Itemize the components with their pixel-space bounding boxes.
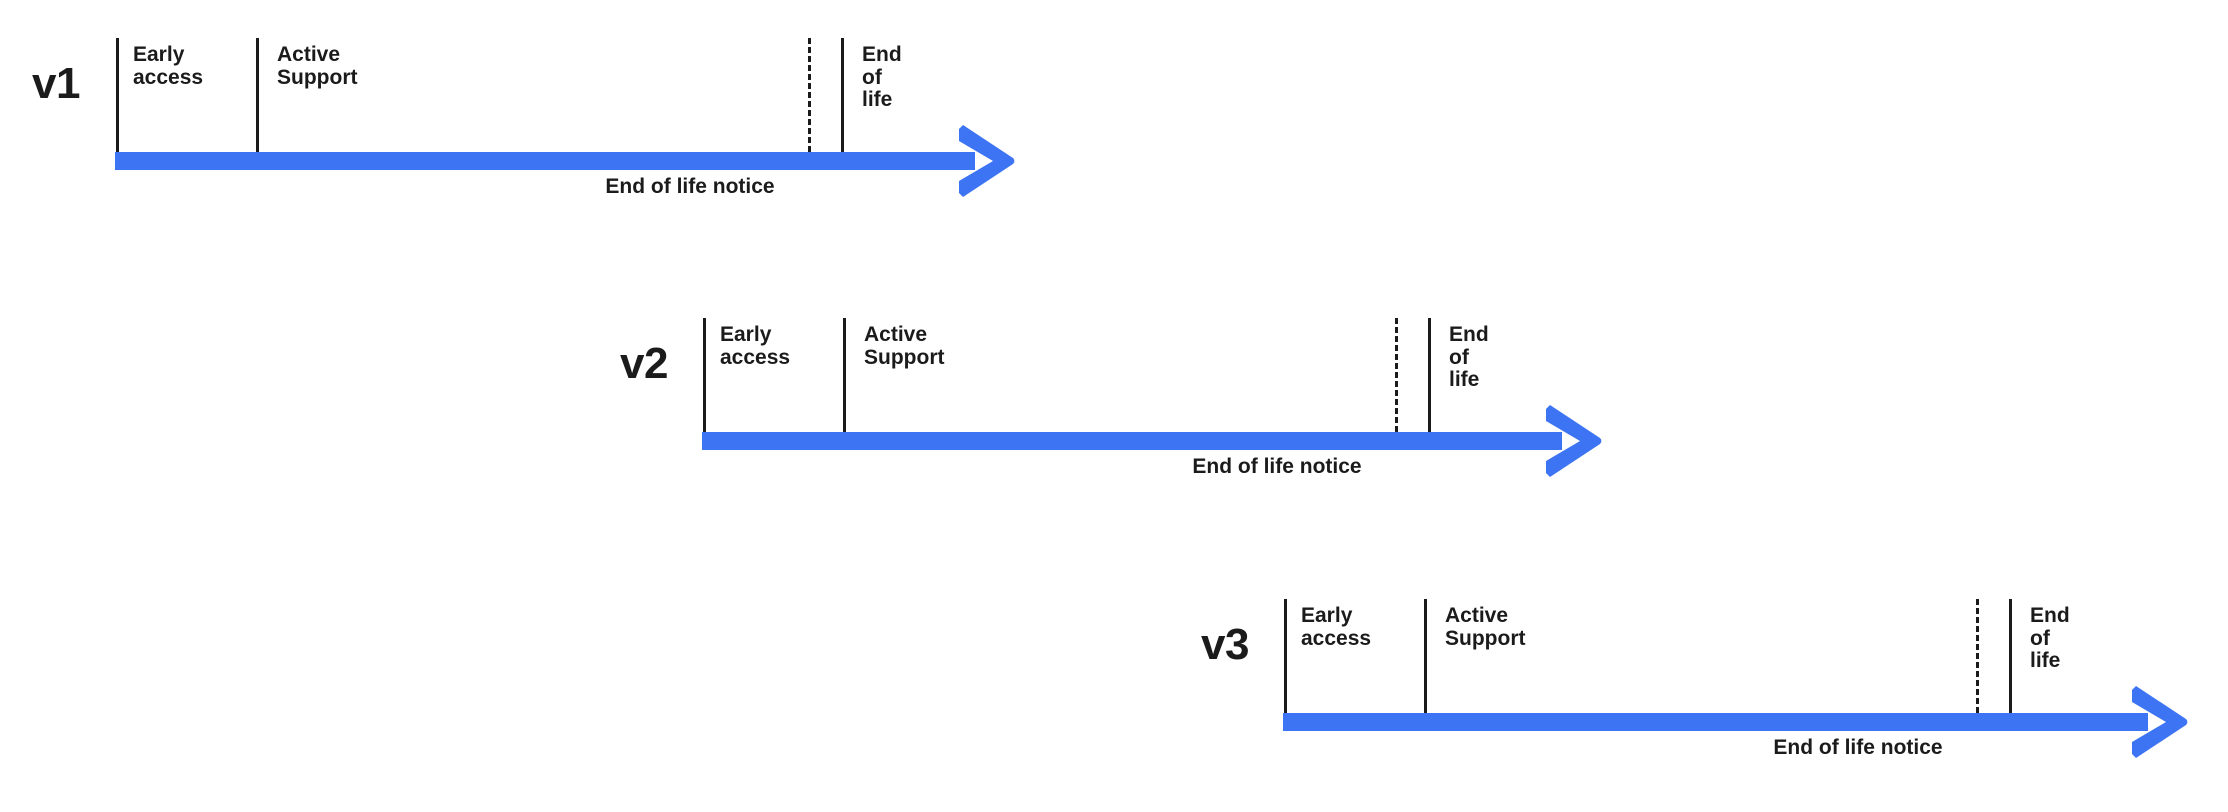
stage-label-v2-1: Active Support <box>864 323 945 369</box>
stage-divider-v2-1 <box>843 318 846 432</box>
stage-divider-v3-1 <box>1424 599 1427 713</box>
stage-label-v2-2: End of life <box>1449 323 1489 392</box>
stage-label-v3-0: Early access <box>1301 604 1372 650</box>
stage-label-v1-1: Active Support <box>277 43 358 89</box>
timeline-arrow-shaft-v3 <box>1283 713 2148 731</box>
stage-divider-v2-0 <box>703 318 706 432</box>
stage-divider-v1-0 <box>116 38 119 152</box>
eol-notice-label-v1: End of life notice <box>605 175 775 198</box>
version-label-v2: v2 <box>620 339 668 388</box>
eol-notice-marker-v2 <box>1395 318 1398 432</box>
stage-label-v3-2: End of life <box>2030 604 2070 673</box>
stage-label-v1-0: Early access <box>133 43 204 89</box>
timeline-arrow-v1 <box>115 125 1015 197</box>
version-label-v3: v3 <box>1201 620 1249 669</box>
timeline-arrow-v3 <box>1283 686 2188 758</box>
eol-notice-marker-v1 <box>808 38 811 152</box>
eol-notice-marker-v3 <box>1976 599 1979 713</box>
stage-label-v1-2: End of life <box>862 43 902 112</box>
stage-divider-v1-1 <box>256 38 259 152</box>
version-label-v1: v1 <box>32 59 80 108</box>
stage-label-v3-1: Active Support <box>1445 604 1526 650</box>
stage-divider-v3-0 <box>1284 599 1287 713</box>
stage-divider-v1-3 <box>841 38 844 152</box>
stage-divider-v3-3 <box>2009 599 2012 713</box>
eol-notice-label-v2: End of life notice <box>1192 455 1362 478</box>
timeline-arrow-v2 <box>702 405 1602 477</box>
stage-divider-v2-3 <box>1428 318 1431 432</box>
timeline-arrow-shaft-v1 <box>115 152 975 170</box>
eol-notice-label-v3: End of life notice <box>1773 736 1943 759</box>
timeline-arrow-shaft-v2 <box>702 432 1562 450</box>
stage-label-v2-0: Early access <box>720 323 791 369</box>
